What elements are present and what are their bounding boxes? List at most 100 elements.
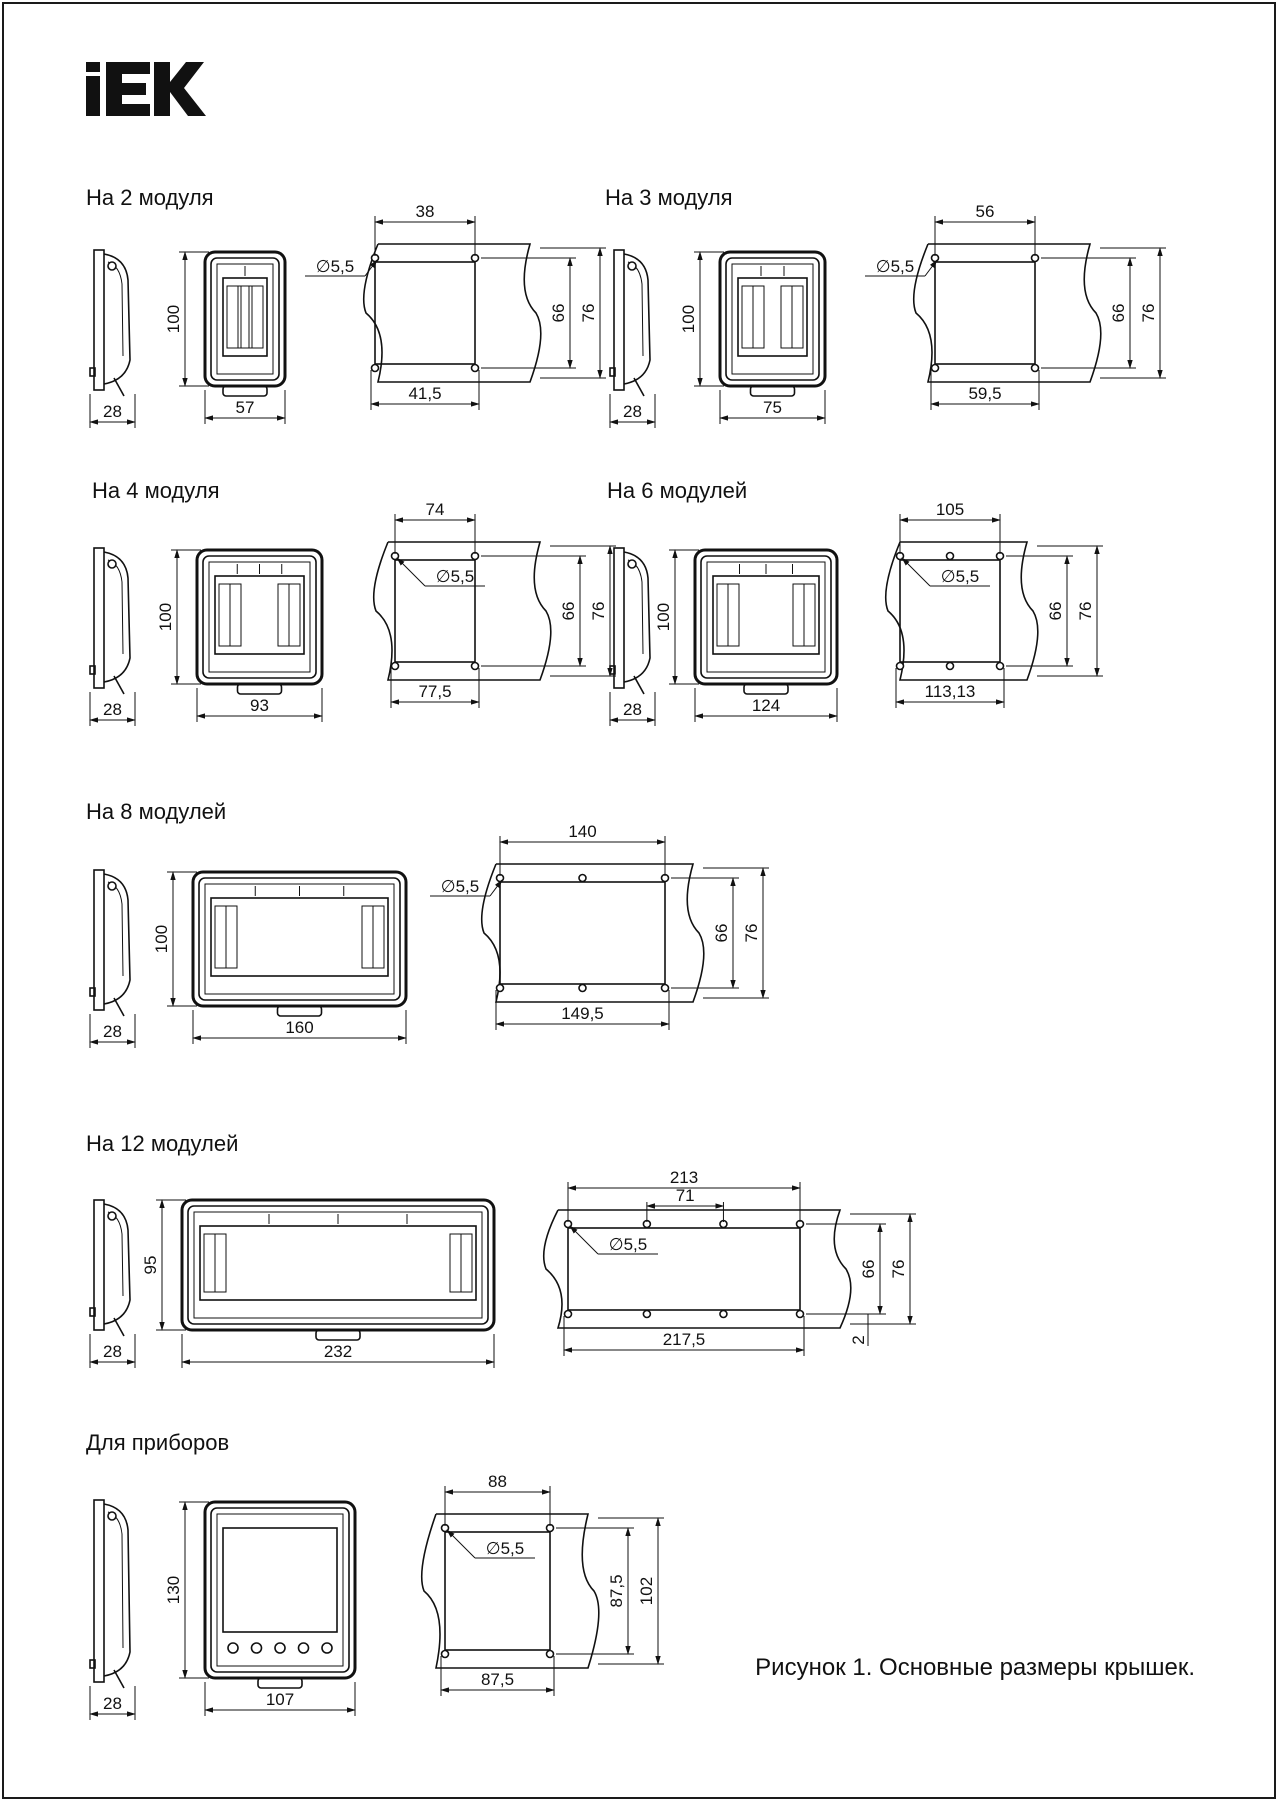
front-height-dim: 100 — [156, 603, 175, 631]
mount-hole — [563, 1309, 573, 1319]
mount-hole — [470, 363, 480, 373]
mount-hole — [1030, 363, 1040, 373]
top-hole-dim: 140 — [568, 822, 596, 841]
mount-hole — [719, 1309, 728, 1319]
diameter-label: ∅5,5 — [316, 257, 354, 276]
side-width-dim: 28 — [103, 1342, 122, 1361]
bottom-hole-dim: 87,5 — [481, 1670, 514, 1689]
diameter-label: ∅5,5 — [876, 257, 914, 276]
side-view: 28 — [89, 1199, 136, 1368]
inner-height-dim: 66 — [712, 924, 731, 943]
mount-hole — [470, 661, 480, 671]
mount-hole — [945, 551, 955, 561]
top-hole-dim: 56 — [976, 202, 995, 221]
mount-hole — [370, 363, 380, 373]
side-width-dim: 28 — [103, 402, 122, 421]
front-view: 130 107 — [164, 1500, 357, 1716]
mount-hole — [895, 661, 905, 671]
front-width-dim: 93 — [250, 696, 269, 715]
cutout-window — [444, 1531, 551, 1651]
bottom-hole-dim: 149,5 — [561, 1004, 604, 1023]
panel-title: На 3 модуля — [605, 185, 733, 210]
top-hole-dim: 74 — [426, 500, 445, 519]
side-view: 28 — [89, 1499, 136, 1720]
panel-title: На 2 модуля — [86, 185, 214, 210]
cutout-view: 56 59,5 66 76 ∅5,5 — [865, 202, 1166, 410]
iek-logo — [86, 62, 206, 116]
side-width-dim: 28 — [103, 1022, 122, 1041]
side-view: 28 — [609, 547, 656, 726]
side-view: 28 — [89, 249, 136, 428]
front-view: 100 93 — [156, 548, 324, 722]
mount-hole — [545, 1649, 555, 1659]
side-width-dim: 28 — [103, 1694, 122, 1713]
top-hole-dim: 88 — [488, 1472, 507, 1491]
inner-height-dim: 87,5 — [607, 1574, 626, 1607]
side-view: 28 — [609, 249, 656, 428]
top-hole-dim: 105 — [936, 500, 964, 519]
mount-hole — [578, 873, 587, 883]
side-width-dim: 28 — [623, 402, 642, 421]
front-width-dim: 160 — [285, 1018, 313, 1037]
top-hole-dim: 38 — [416, 202, 435, 221]
outer-height-dim: 102 — [637, 1577, 656, 1605]
mount-hole — [578, 983, 587, 993]
front-width-dim: 57 — [236, 398, 255, 417]
cutout-view: 140 149,5 66 76 ∅5,5 — [430, 822, 769, 1030]
cutout-window — [394, 559, 476, 663]
panel-title: На 12 модулей — [86, 1131, 238, 1156]
cutout-window — [499, 881, 666, 985]
diameter-label: ∅5,5 — [941, 567, 979, 586]
mount-hole — [930, 363, 940, 373]
bottom-hole-dim: 59,5 — [968, 384, 1001, 403]
inner-height-dim: 66 — [859, 1260, 878, 1279]
bottom-hole-dim: 113,13 — [925, 682, 976, 701]
side-view: 28 — [89, 869, 136, 1048]
outer-height-dim: 76 — [579, 304, 598, 323]
mount-hole — [642, 1309, 652, 1319]
panel-title: На 8 модулей — [86, 799, 226, 824]
front-width-dim: 75 — [763, 398, 782, 417]
side-view: 28 — [89, 547, 136, 726]
front-width-dim: 124 — [752, 696, 780, 715]
diameter-label: ∅5,5 — [436, 567, 474, 586]
panel-title: Для приборов — [86, 1430, 229, 1455]
mount-hole — [795, 1309, 805, 1319]
inner-height-dim: 66 — [1109, 304, 1128, 323]
bottom-hole-dim: 77,5 — [418, 682, 451, 701]
mount-hole — [660, 983, 670, 993]
diameter-label: ∅5,5 — [441, 877, 479, 896]
front-height-dim: 100 — [164, 305, 183, 333]
cutout-window — [567, 1227, 801, 1311]
top-hole-sub-dim: 71 — [676, 1186, 695, 1205]
inner-height-dim: 66 — [549, 304, 568, 323]
outer-height-dim: 76 — [589, 602, 608, 621]
offset-dim: 2 — [849, 1335, 868, 1344]
mount-hole — [995, 661, 1005, 671]
bottom-hole-dim: 217,5 — [663, 1330, 706, 1349]
diameter-label: ∅5,5 — [609, 1235, 647, 1254]
outer-height-dim: 76 — [1076, 602, 1095, 621]
front-height-dim: 130 — [164, 1576, 183, 1604]
outer-height-dim: 76 — [889, 1260, 908, 1279]
outer-height-dim: 76 — [742, 924, 761, 943]
outer-height-dim: 76 — [1139, 304, 1158, 323]
mount-hole — [495, 983, 505, 993]
front-width-dim: 232 — [324, 1342, 352, 1361]
front-width-dim: 107 — [266, 1690, 294, 1709]
side-width-dim: 28 — [103, 700, 122, 719]
